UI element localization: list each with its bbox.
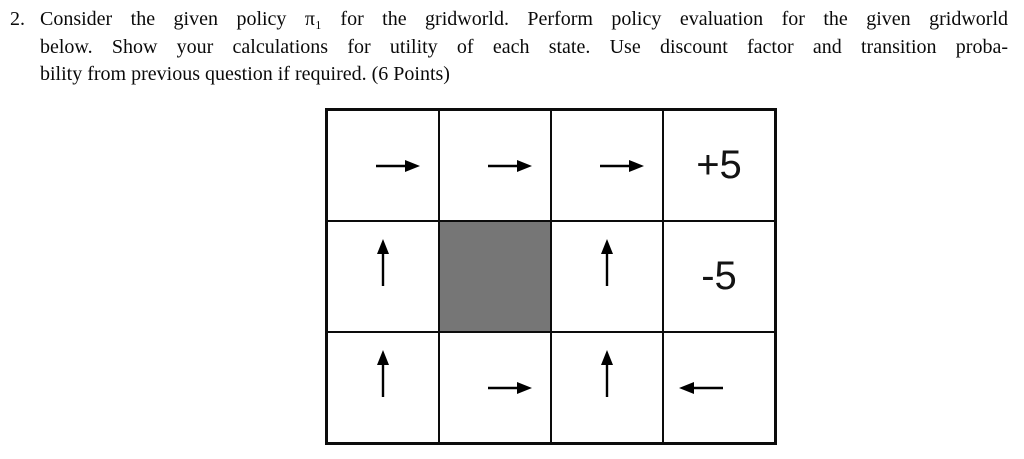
grid-cell-r1c1 (327, 110, 439, 221)
arrow-right-icon (374, 156, 421, 176)
grid-cell-r3c3 (551, 332, 663, 443)
grid-cell-r1c2 (439, 110, 551, 221)
arrow-up-icon (373, 238, 393, 288)
question-line-2: below. Show your calculations for utilit… (40, 35, 1008, 58)
question-number: 2. (10, 8, 25, 30)
grid-cell-r2c4: -5 (663, 221, 775, 332)
grid-cell-r1c3 (551, 110, 663, 221)
arrow-up-icon (597, 349, 617, 399)
grid-cell-r2c3 (551, 221, 663, 332)
arrow-up-icon (597, 238, 617, 288)
blocked-cell (439, 221, 551, 332)
grid-cell-r3c4 (663, 332, 775, 443)
reward-label: -5 (701, 254, 737, 298)
arrow-right-icon (486, 156, 533, 176)
grid-cell-r1c4: +5 (663, 110, 775, 221)
grid-cell-r3c1 (327, 332, 439, 443)
arrow-left-icon (678, 378, 725, 398)
grid-cell-r2c1 (327, 221, 439, 332)
reward-label: +5 (696, 143, 742, 187)
question-line-1: Consider the given policy π₁ for the gri… (40, 8, 1008, 30)
question-block: 2. Consider the given policy π₁ for the … (10, 6, 1008, 89)
arrow-right-icon (598, 156, 645, 176)
question-line-3: bility from previous question if require… (40, 63, 450, 85)
gridworld-grid: +5 -5 (325, 108, 777, 445)
question-text: Consider the given policy π₁ for the gri… (40, 6, 1008, 89)
arrow-up-icon (373, 349, 393, 399)
arrow-right-icon (486, 378, 533, 398)
grid-cell-r3c2 (439, 332, 551, 443)
